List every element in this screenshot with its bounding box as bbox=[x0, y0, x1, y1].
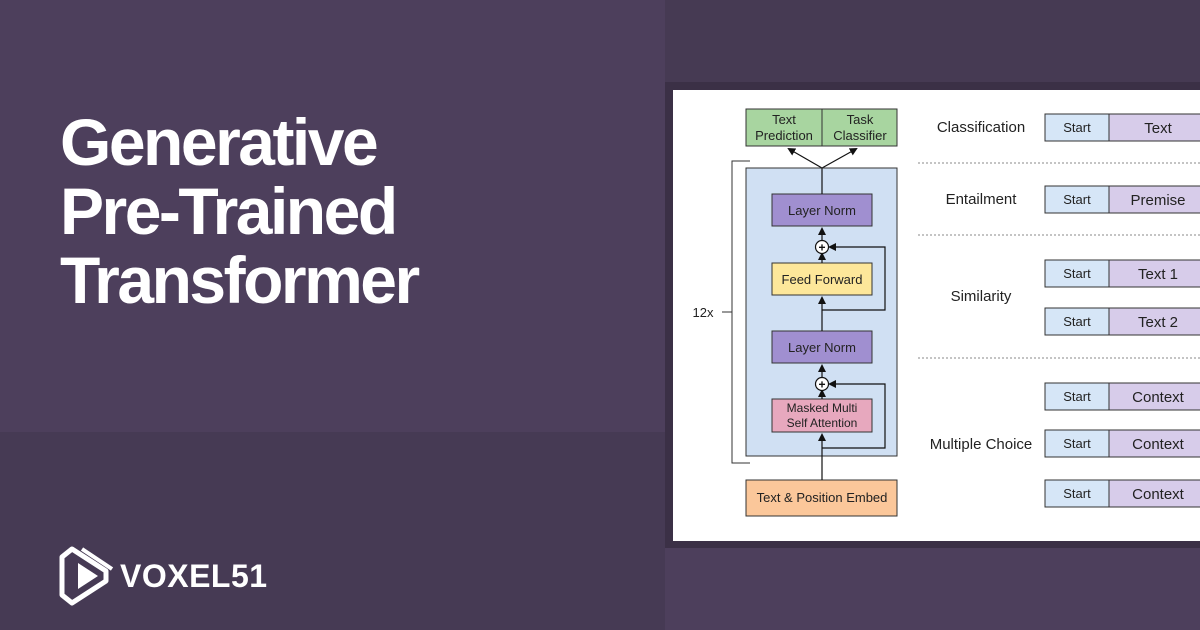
add-node-bottom-symbol: + bbox=[818, 378, 825, 392]
brand-logo[interactable]: VOXEL51 bbox=[58, 545, 268, 607]
masked-attention-label-2: Self Attention bbox=[787, 416, 858, 430]
mc-start-cell-1 bbox=[1044, 382, 1110, 411]
embed-box bbox=[745, 479, 898, 517]
entailment-start-text: Start bbox=[1063, 192, 1091, 207]
task-classifier-box bbox=[821, 108, 898, 147]
background-band bbox=[0, 432, 665, 630]
task-label-entailment: Entailment bbox=[946, 191, 1018, 208]
classification-start-text: Start bbox=[1063, 120, 1091, 135]
arrow-to-text-prediction bbox=[787, 148, 823, 169]
embed-label: Text & Position Embed bbox=[757, 490, 888, 505]
mc-token-text-2: Context bbox=[1132, 436, 1185, 453]
classification-token-cell bbox=[1108, 113, 1200, 142]
headline-line-1: Generative bbox=[60, 105, 379, 179]
mc-token-cell-2 bbox=[1108, 429, 1200, 458]
entailment-start-cell bbox=[1044, 185, 1110, 214]
mc-start-cell-3 bbox=[1044, 479, 1110, 508]
classification-token-text: Text bbox=[1144, 120, 1172, 137]
feed-forward-label: Feed Forward bbox=[782, 272, 863, 287]
background-panel bbox=[665, 0, 1200, 82]
brand-name: VOXEL51 bbox=[120, 557, 268, 594]
figure-canvas: Text Prediction Task Classifier 12x Laye… bbox=[673, 90, 1200, 541]
headline: Generative Pre-Trained Transformer bbox=[60, 105, 420, 317]
similarity-token-text-2: Text 2 bbox=[1138, 314, 1178, 331]
layer-norm-top-label: Layer Norm bbox=[788, 203, 856, 218]
mc-token-text-1: Context bbox=[1132, 389, 1185, 406]
task-classifier-label-1: Task bbox=[847, 112, 874, 127]
mc-token-cell-3 bbox=[1108, 479, 1200, 508]
gpt-architecture-figure: Text Prediction Task Classifier 12x Laye… bbox=[665, 82, 1200, 548]
mc-start-text-1: Start bbox=[1063, 389, 1091, 404]
add-node-bottom bbox=[814, 376, 830, 392]
layer-norm-bottom-label: Layer Norm bbox=[788, 340, 856, 355]
add-node-top-symbol: + bbox=[818, 241, 825, 255]
residual-ff bbox=[822, 243, 886, 311]
masked-attention-label-1: Masked Multi bbox=[787, 401, 858, 415]
entailment-token-cell bbox=[1108, 185, 1200, 214]
similarity-start-text-1: Start bbox=[1063, 266, 1091, 281]
headline-line-2: Pre-Trained bbox=[60, 174, 398, 248]
entailment-token-text: Premise bbox=[1130, 192, 1185, 209]
similarity-start-cell-2 bbox=[1044, 307, 1110, 336]
mc-start-text-2: Start bbox=[1063, 436, 1091, 451]
mc-start-text-3: Start bbox=[1063, 486, 1091, 501]
mc-token-text-3: Context bbox=[1132, 486, 1185, 503]
text-prediction-box bbox=[745, 108, 823, 147]
task-label-multiple-choice: Multiple Choice bbox=[930, 436, 1033, 453]
task-label-similarity: Similarity bbox=[951, 288, 1012, 305]
voxel51-logo-icon bbox=[59, 546, 114, 606]
text-prediction-label-2: Prediction bbox=[755, 128, 813, 143]
similarity-token-text-1: Text 1 bbox=[1138, 266, 1178, 283]
add-node-top bbox=[814, 239, 830, 255]
repeat-count: 12x bbox=[693, 305, 714, 320]
headline-line-3: Transformer bbox=[60, 243, 420, 317]
similarity-start-text-2: Start bbox=[1063, 314, 1091, 329]
mc-token-cell-1 bbox=[1108, 382, 1200, 411]
similarity-token-cell-2 bbox=[1108, 307, 1200, 336]
residual-attention bbox=[822, 380, 886, 449]
architecture-diagram: Text Prediction Task Classifier 12x Laye… bbox=[693, 108, 1200, 517]
task-classifier-label-2: Classifier bbox=[833, 128, 887, 143]
masked-attention-box bbox=[771, 398, 873, 433]
text-prediction-label-1: Text bbox=[772, 112, 796, 127]
arrow-to-task-classifier bbox=[821, 148, 858, 169]
task-label-classification: Classification bbox=[937, 119, 1025, 136]
similarity-token-cell-1 bbox=[1108, 259, 1200, 288]
